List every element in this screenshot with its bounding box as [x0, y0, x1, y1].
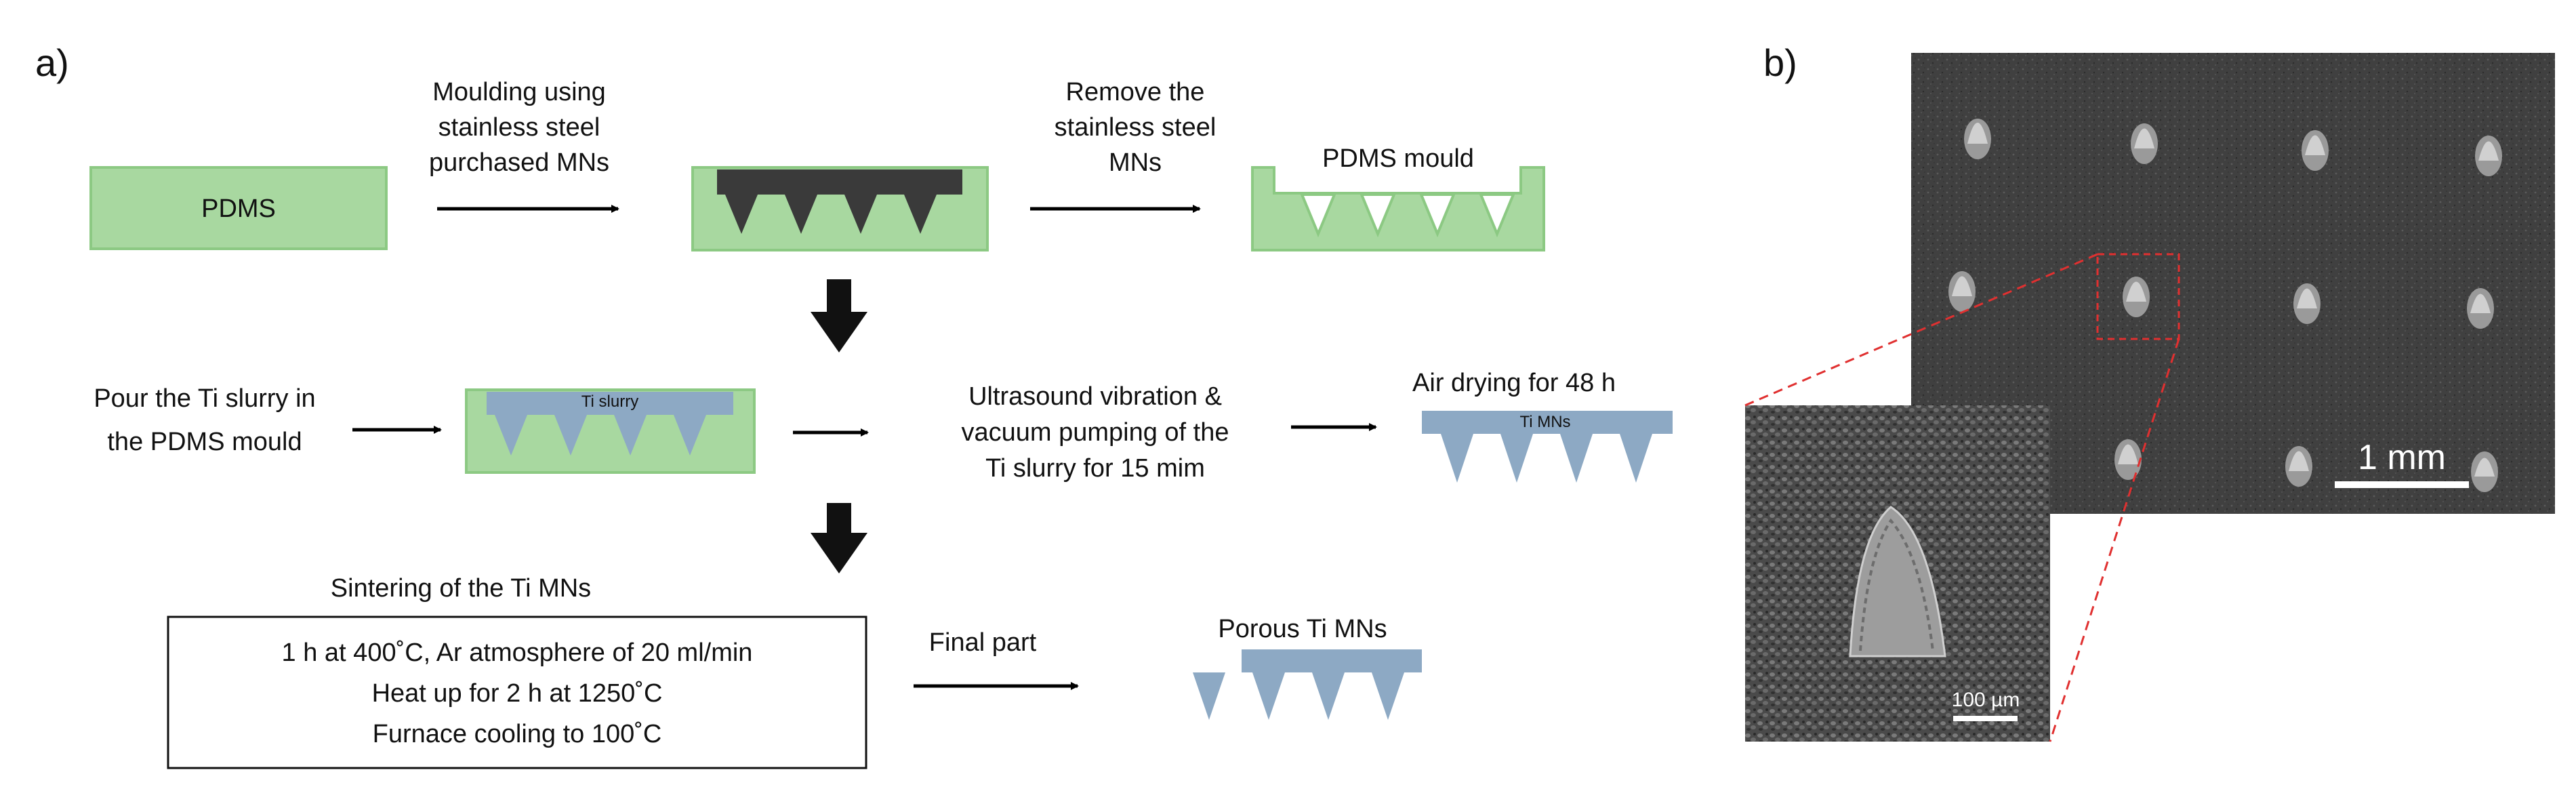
zoom-connector-right	[2049, 338, 2180, 742]
pour-line-1: Pour the Ti slurry in	[94, 384, 315, 413]
sintering-line-3: Furnace cooling to 100˚C	[373, 720, 662, 748]
sintering-line-1: 1 h at 400˚C, Ar atmosphere of 20 ml/min	[282, 639, 753, 667]
sem-needle	[2131, 123, 2158, 164]
sintering-title: Sintering of the Ti MNs	[331, 574, 591, 603]
scale-label-main: 1 mm	[2358, 438, 2446, 477]
panel-b-label: b)	[1763, 41, 1797, 84]
pdms-label: PDMS	[201, 195, 276, 223]
sem-needle	[2123, 277, 2150, 317]
zoom-region-box	[2096, 253, 2180, 340]
down-arrow-1	[811, 279, 867, 352]
sem-needle-texture	[1859, 518, 1934, 651]
step2-line-3: MNs	[1109, 148, 1162, 177]
down-arrow-2	[811, 503, 867, 573]
porous-ti-mns-shape	[1178, 649, 1422, 720]
final-part-label: Final part	[929, 628, 1037, 657]
sem-needle	[2114, 439, 2142, 480]
step1-line-1: Moulding using	[432, 78, 606, 106]
scale-bar-inset	[1953, 716, 2018, 721]
sem-needle	[2293, 283, 2321, 324]
scale-label-inset: 100 µm	[1952, 689, 2020, 711]
sem-single-needle	[1849, 506, 1946, 658]
ultrasound-line-1: Ultrasound vibration &	[968, 382, 1222, 411]
step1-line-2: stainless steel	[438, 113, 600, 142]
ultrasound-line-3: Ti slurry for 15 mim	[985, 454, 1205, 483]
pdms-block	[89, 166, 388, 250]
panel-a-label: a)	[35, 41, 69, 84]
steel-mns-shape	[717, 169, 962, 234]
ti-mns-shape	[1422, 411, 1673, 483]
sem-needle	[2471, 451, 2498, 492]
sem-needle	[2302, 130, 2329, 171]
sem-needle	[2467, 288, 2494, 329]
sem-needle	[2475, 136, 2502, 176]
porous-ti-label: Porous Ti MNs	[1218, 615, 1387, 643]
ultrasound-line-2: vacuum pumping of the	[961, 418, 1229, 447]
step1-line-3: purchased MNs	[429, 148, 609, 177]
sem-needle	[1964, 119, 1991, 159]
scale-bar-main	[2335, 481, 2469, 488]
sintering-line-2: Heat up for 2 h at 1250˚C	[372, 679, 663, 708]
step2-line-1: Remove the	[1066, 78, 1205, 106]
pdms-mould-shape	[1251, 166, 1545, 251]
step2-line-2: stainless steel	[1055, 113, 1217, 142]
ti-slurry-shape	[487, 392, 733, 456]
sem-needle	[1948, 271, 1976, 312]
ti-slurry-label: Ti slurry	[581, 392, 638, 411]
pour-line-2: the PDMS mould	[107, 428, 302, 456]
sintering-conditions-box	[167, 616, 867, 769]
sem-needle	[2285, 446, 2312, 487]
zoom-connector-left	[1744, 253, 2098, 407]
air-drying-label: Air drying for 48 h	[1412, 369, 1616, 397]
pdms-mould-label: PDMS mould	[1322, 144, 1474, 173]
ti-mns-label: Ti MNs	[1519, 413, 1570, 431]
